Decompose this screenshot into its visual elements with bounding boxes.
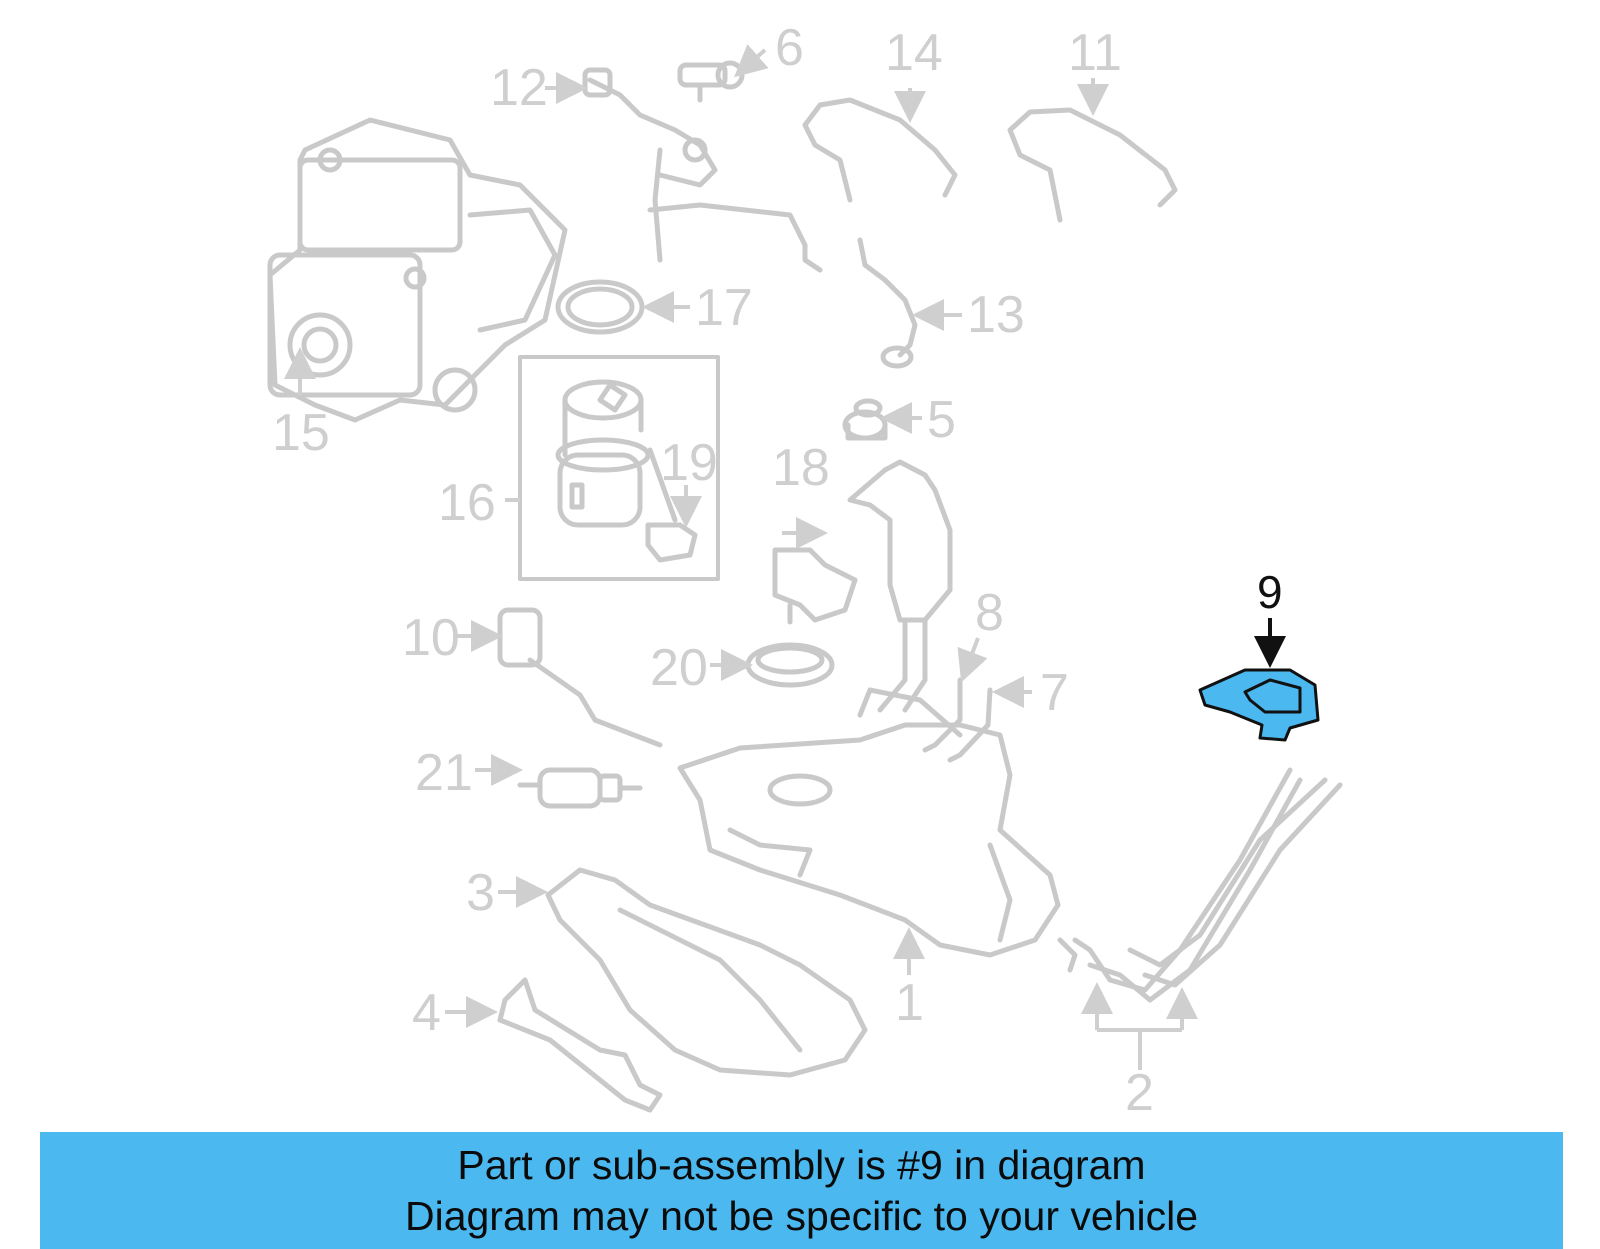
callout-21: 21 [415,744,473,802]
part-4-bracket [497,977,663,1113]
arrow-6 [733,44,769,78]
callout-4: 4 [412,984,441,1042]
part-12-vent-line [582,67,823,273]
callout-6: 6 [775,19,804,77]
part-5-cap [842,398,888,441]
callout-8: 8 [975,584,1004,642]
part-3-heat-shield [545,867,868,1078]
callout-5: 5 [927,391,956,449]
callout-15: 15 [272,404,330,462]
arrow-8 [957,637,988,683]
part-14-hose [802,97,958,203]
filler-neck [847,459,953,713]
part-7-line [947,687,993,763]
callout-11: 11 [1068,24,1122,82]
part-16-fuel-pump-module [518,355,720,581]
callout-14: 14 [885,24,943,82]
callout-arrows [284,44,1286,1070]
part-17-seal-ring [555,279,645,335]
part-18-bracket [772,547,858,625]
callout-9: 9 [1257,566,1283,618]
part-13-pipe [857,237,918,358]
callout-1: 1 [895,974,924,1032]
part-11-hose [1007,107,1178,223]
part-13-pipe-end [880,345,914,369]
callout-17: 17 [695,279,753,337]
part-15-pump-assembly [267,117,568,423]
callout-labels: 12 6 14 11 17 13 15 5 19 16 18 10 8 7 20… [272,19,1283,1122]
callout-12: 12 [490,59,548,117]
info-banner: Part or sub-assembly is #9 in diagram Di… [40,1132,1563,1249]
part-10-vent-filter [497,607,663,748]
arrow-2-bracket [1097,1028,1182,1070]
banner-line-2: Diagram may not be specific to your vehi… [404,1193,1198,1239]
banner-line-1: Part or sub-assembly is #9 in diagram [457,1142,1146,1188]
part-21-fuel-filter [517,767,643,809]
part-2-tank-straps [1057,767,1343,1003]
part-8-line [922,677,963,753]
callout-18: 18 [772,439,830,497]
part-1-fuel-tank [677,687,1061,958]
callout-19: 19 [660,434,718,492]
part-20-seal-ring [745,642,835,688]
callout-10: 10 [402,609,460,667]
part-9-highlighted-bracket[interactable] [1198,668,1320,742]
part-6-valve [677,60,745,103]
callout-16: 16 [438,474,496,532]
callout-3: 3 [466,864,495,922]
callout-13: 13 [967,286,1025,344]
callout-2: 2 [1125,1064,1154,1122]
callout-20: 20 [650,639,708,697]
callout-7: 7 [1040,664,1069,722]
